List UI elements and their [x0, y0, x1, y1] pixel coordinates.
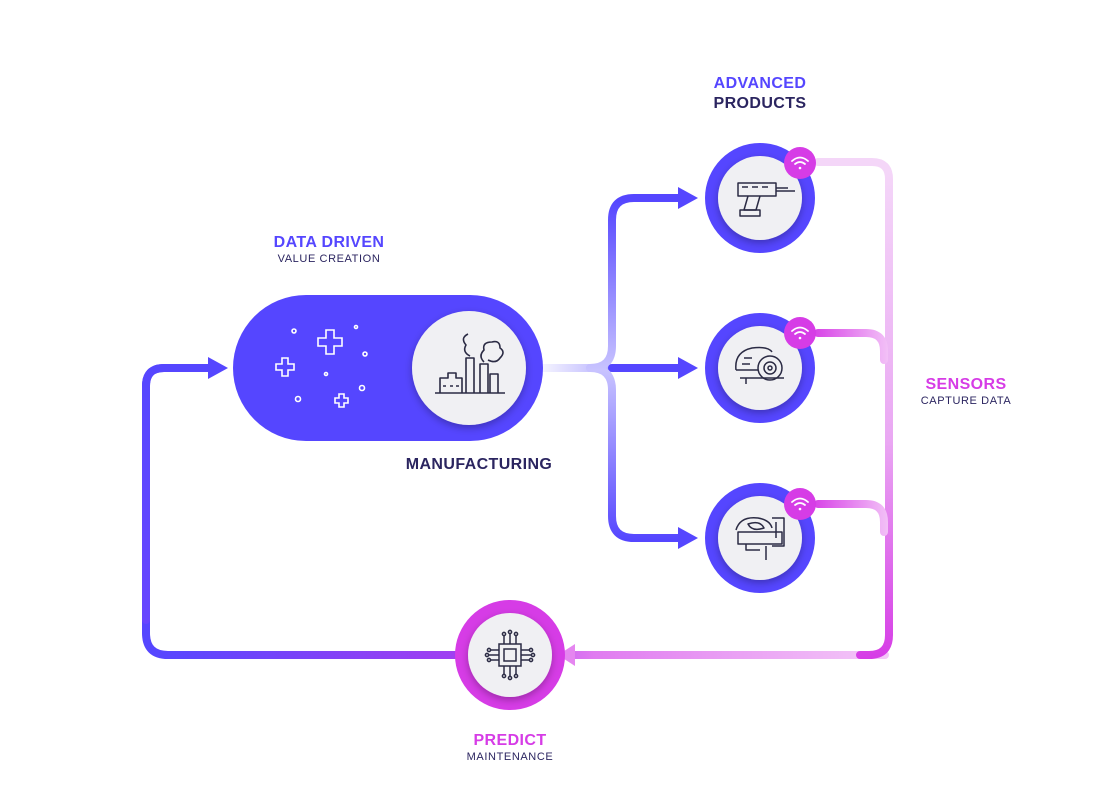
- predict-title: PREDICT: [473, 732, 547, 749]
- sparkle-decoration: [275, 324, 368, 408]
- sensor-trunk: [814, 158, 893, 659]
- advanced-products-line2: PRODUCTS: [713, 95, 807, 112]
- data-driven-subtitle: VALUE CREATION: [277, 253, 381, 265]
- microchip-icon: [484, 629, 536, 681]
- data-driven-title: DATA DRIVEN: [273, 234, 385, 251]
- manufacturing-label: MANUFACTURING: [406, 455, 553, 475]
- jigsaw-icon: [735, 517, 785, 560]
- sensor-line-2: [814, 329, 888, 364]
- arrow-product-2: [678, 357, 698, 379]
- arrow-to-predict: [558, 644, 575, 666]
- data-driven-label: DATA DRIVEN VALUE CREATION: [274, 233, 385, 266]
- predict-label: PREDICT MAINTENANCE: [467, 731, 554, 764]
- wifi-icon: [791, 156, 809, 170]
- branch-top: [586, 194, 684, 372]
- branch-bottom: [586, 364, 684, 542]
- predict-subtitle: MAINTENANCE: [466, 751, 554, 763]
- advanced-products-line1: ADVANCED: [713, 75, 807, 92]
- product-2: [705, 313, 816, 423]
- arrow-to-manufacturing: [208, 357, 228, 379]
- manufacturing-circle: [412, 311, 526, 425]
- product-3: [705, 483, 816, 593]
- predict-node: [455, 600, 565, 710]
- factory-icon: [435, 333, 505, 394]
- return-line-left: [142, 364, 214, 624]
- sensors-title: SENSORS: [925, 376, 1007, 393]
- arrow-product-3: [678, 527, 698, 549]
- sensors-label: SENSORS CAPTURE DATA: [921, 375, 1012, 408]
- wifi-icon: [791, 497, 809, 511]
- sensor-line-3: [814, 500, 888, 536]
- manufacturing-title: MANUFACTURING: [405, 456, 553, 473]
- advanced-products-label: ADVANCED PRODUCTS: [714, 74, 807, 114]
- product-1: [705, 143, 816, 253]
- wifi-icon: [791, 326, 809, 340]
- arrow-product-1: [678, 187, 698, 209]
- sensors-subtitle: CAPTURE DATA: [920, 395, 1012, 407]
- power-drill-icon: [737, 182, 795, 217]
- circular-saw-icon: [735, 346, 784, 384]
